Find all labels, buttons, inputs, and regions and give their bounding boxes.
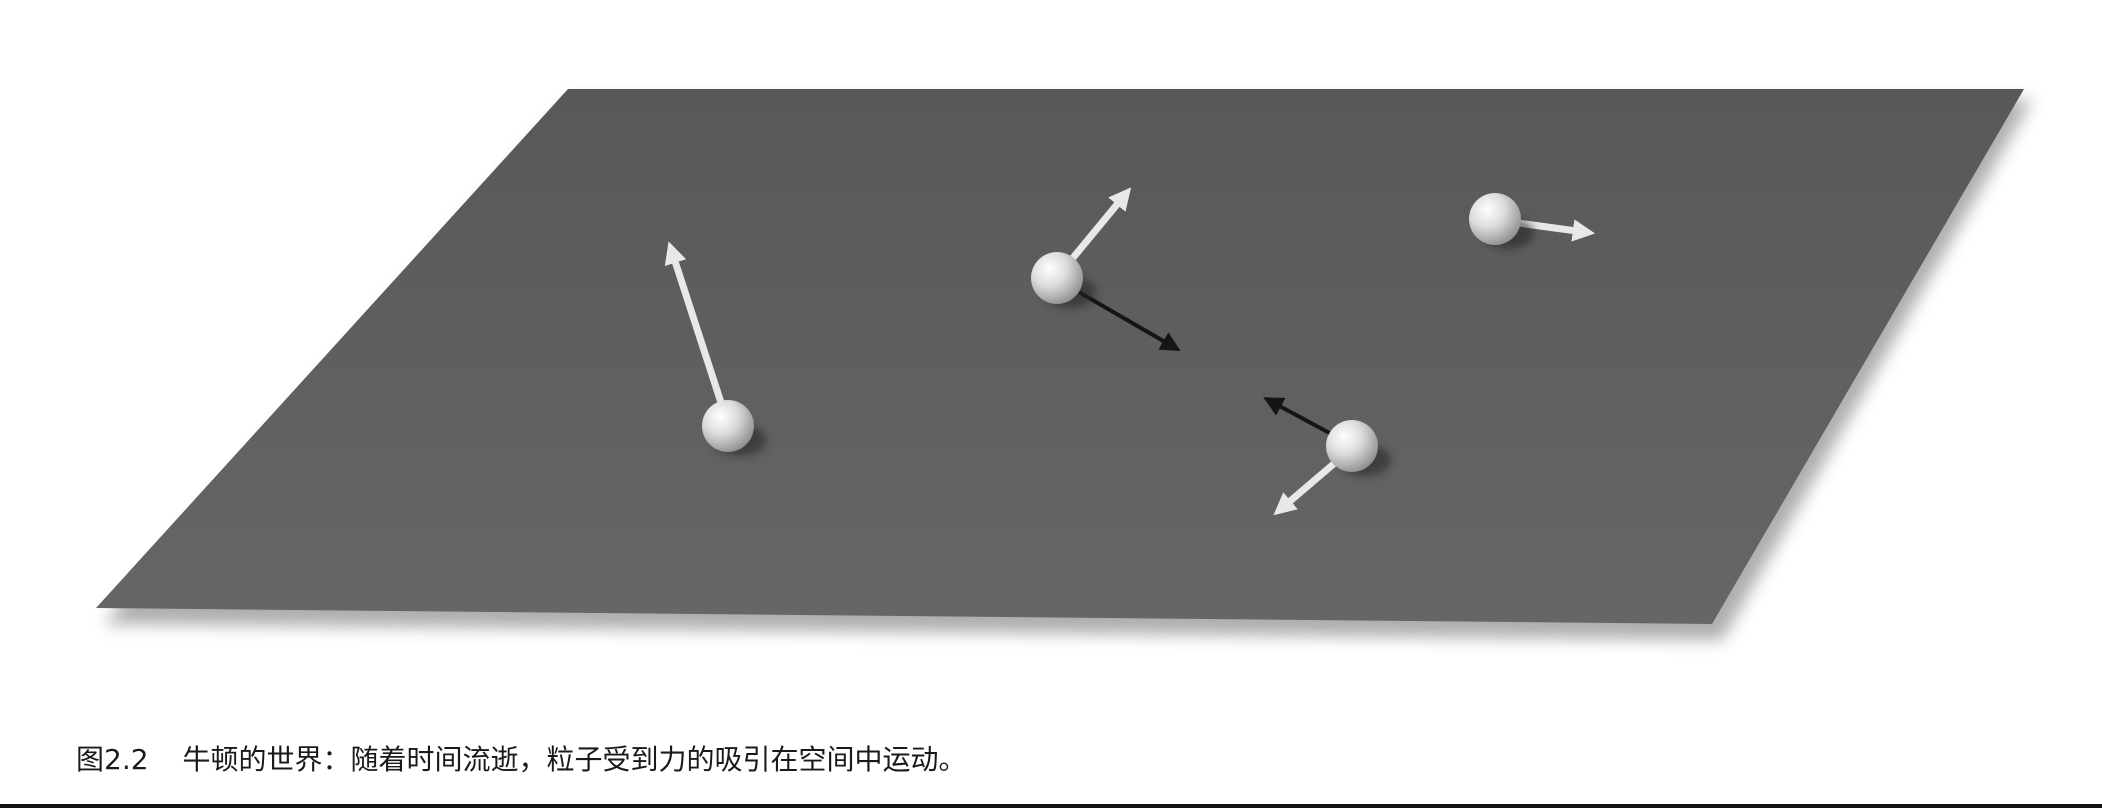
particle [1469, 193, 1521, 245]
figure-number: 图2.2 [76, 743, 149, 776]
particle-group-1 [664, 241, 766, 456]
velocity-arrow [664, 241, 732, 426]
particle [1326, 420, 1378, 472]
particle-group-4 [1263, 397, 1391, 516]
newtonian-world-diagram [96, 89, 2032, 640]
particle-group-2 [1031, 187, 1181, 352]
particle [1031, 252, 1083, 304]
bottom-rule [0, 804, 2102, 808]
figure-caption: 图2.2 牛顿的世界：随着时间流逝，粒子受到力的吸引在空间中运动。 [76, 738, 967, 778]
particle-group-3 [1469, 193, 1596, 249]
caption-text: 牛顿的世界：随着时间流逝，粒子受到力的吸引在空间中运动。 [182, 743, 967, 776]
particle [702, 400, 754, 452]
plane [96, 89, 2024, 624]
